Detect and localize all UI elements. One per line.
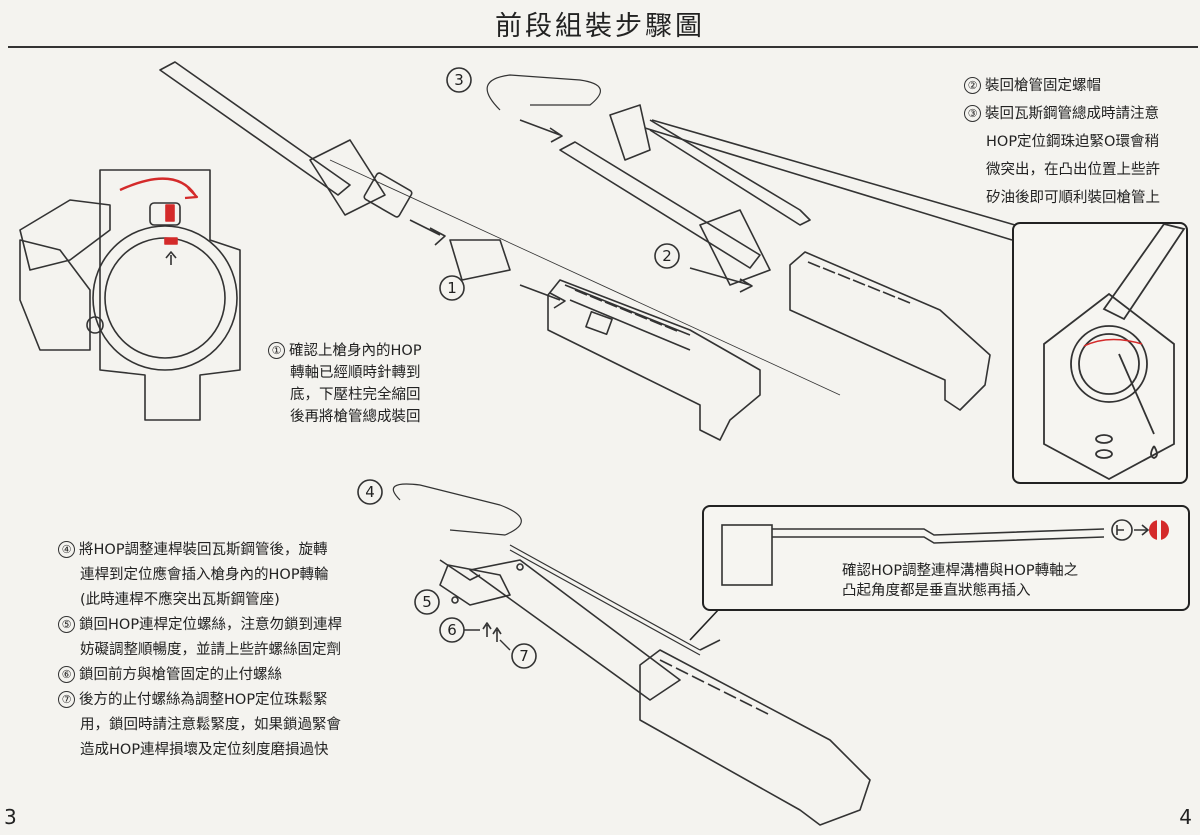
- step-number: ③: [964, 105, 981, 122]
- page-number-right: 4: [1179, 805, 1192, 829]
- step-number: ⑥: [58, 666, 75, 683]
- step-number: ④: [58, 541, 75, 558]
- step-text: 底，下壓柱完全縮回: [290, 387, 421, 403]
- step-text: 連桿到定位應會插入槍身內的HOP轉輪: [80, 567, 329, 583]
- diagram-label-1: 1: [447, 279, 457, 297]
- page-title: 前段組裝步驟圖: [495, 11, 705, 42]
- diagram-label-2: 2: [662, 247, 672, 265]
- page-number-left: 3: [4, 805, 17, 829]
- gas-block-detail-icon: [1043, 224, 1186, 481]
- step-text: 後方的止付螺絲為調整HOP定位珠鬆緊: [79, 692, 328, 708]
- step-text: 後再將槍管總成裝回: [290, 409, 421, 425]
- step-text: (此時連桿不應突出瓦斯鋼管座): [80, 592, 280, 608]
- step-number: ①: [268, 342, 285, 359]
- step-text: 裝回槍管固定螺帽: [985, 78, 1101, 94]
- step-text: 裝回瓦斯鋼管總成時請注意: [985, 106, 1159, 122]
- step-text: HOP定位鋼珠迫緊O環會稍: [986, 134, 1159, 150]
- step-text: 鎖回前方與槍管固定的止付螺絲: [79, 667, 282, 683]
- diagram-label-7: 7: [519, 647, 529, 665]
- step-text: 鎖回HOP連桿定位螺絲，注意勿鎖到連桿: [79, 617, 343, 633]
- lower-assembly: [392, 483, 871, 826]
- diagram-label-6: 6: [447, 621, 457, 639]
- step-text: 確認上槍身內的HOP: [289, 343, 422, 359]
- diagram-label-3: 3: [454, 71, 464, 89]
- barrel-assembly-top: [159, 61, 841, 396]
- step-number: ⑦: [58, 691, 75, 708]
- step-number: ⑤: [58, 616, 75, 633]
- detail-callout-gas-block: [1012, 222, 1188, 484]
- linkage-alignment-icon: [721, 519, 1169, 586]
- detail-callout-alignment: 確認HOP調整連桿溝槽與HOP轉軸之 凸起角度都是垂直狀態再插入: [702, 505, 1190, 611]
- upper-receiver-left: [547, 279, 761, 441]
- diagram-label-4: 4: [365, 483, 375, 501]
- step-text: 造成HOP連桿損壞及定位刻度磨損過快: [80, 742, 329, 758]
- step-text: 用，鎖回時請注意鬆緊度，如果鎖過緊會: [80, 717, 341, 733]
- receiver-front-view: [19, 169, 241, 421]
- alignment-note-line: 凸起角度都是垂直狀態再插入: [842, 583, 1031, 599]
- step-text: 微突出，在凸出位置上些許: [986, 162, 1160, 178]
- step-text: 將HOP調整連桿裝回瓦斯鋼管後，旋轉: [79, 542, 328, 558]
- step-text: 矽油後即可順利裝回槍管上: [986, 190, 1160, 206]
- step-text: 妨礙調整順暢度，並請上些許螺絲固定劑: [80, 642, 341, 658]
- diagram-label-5: 5: [422, 593, 432, 611]
- step-text: 轉軸已經順時針轉到: [290, 365, 421, 381]
- title-rule: [8, 46, 1198, 48]
- alignment-note-line: 確認HOP調整連桿溝槽與HOP轉軸之: [842, 563, 1079, 579]
- alignment-note: 確認HOP調整連桿溝槽與HOP轉軸之 凸起角度都是垂直狀態再插入: [842, 561, 1078, 601]
- upper-receiver-right: [486, 74, 991, 411]
- step-number: ②: [964, 77, 981, 94]
